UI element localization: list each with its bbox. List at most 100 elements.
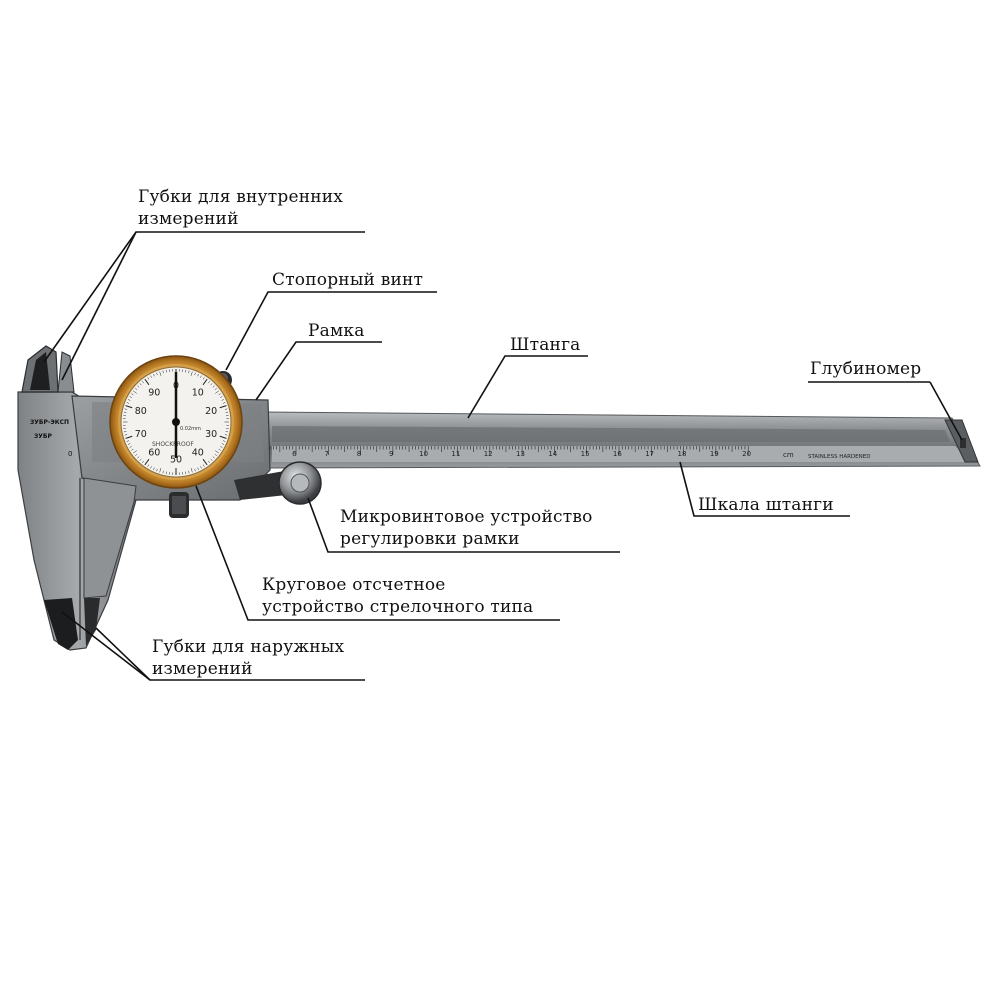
depth-gauge-tip (960, 438, 966, 448)
beam-scale-strip (272, 446, 972, 462)
dial-tick (132, 390, 137, 394)
beam-stamp: STAINLESS HARDENED (808, 454, 870, 460)
dial-tick (156, 468, 158, 472)
dial-tick (200, 466, 202, 469)
dial-tick (188, 370, 190, 374)
label-beam: Штанга (510, 335, 581, 355)
leader-dial (195, 485, 560, 621)
bezel-screw-ridges (172, 496, 186, 514)
leader-depth-gauge-2 (929, 381, 963, 441)
label-fine-adjust: Микровинтовое устройство регулировки рам… (340, 506, 593, 550)
dial-number: 30 (205, 429, 217, 440)
dial-tick (222, 440, 226, 442)
leader-beam (467, 355, 588, 419)
dial-tick (147, 464, 150, 467)
leader-beam-scale (679, 461, 850, 517)
head-brand-1: ЗУБР-ЭКСП (30, 419, 69, 426)
scale-number: 6 (292, 450, 297, 458)
scale-number: 12 (484, 450, 493, 458)
dial-tick (125, 435, 133, 439)
dial-tick (202, 464, 205, 467)
dial-tick (131, 448, 134, 451)
scale-number: 13 (516, 450, 525, 458)
scale-number: 11 (451, 450, 460, 458)
label-inner-jaws-line1: Губки для внутренних (138, 187, 344, 207)
dial-tick (132, 450, 137, 454)
dial-tick (139, 383, 142, 386)
leader-lines (43, 231, 963, 681)
dial-number: 20 (205, 406, 217, 417)
dial-needle-hub (172, 418, 180, 426)
dial-tick (207, 460, 210, 463)
dial-tick (220, 396, 223, 398)
dial-brand: SHOCKPROOF (152, 441, 194, 448)
beam-scale-unit: cm (783, 451, 794, 459)
dial-tick (147, 377, 150, 380)
dial-tick (188, 470, 190, 474)
scale-number: 19 (710, 450, 719, 458)
outer-jaw-moving-edge (84, 598, 100, 646)
outer-jaw-moving (83, 477, 137, 599)
dial-tick (137, 385, 140, 388)
dial-tick (212, 456, 215, 459)
dial-tick (126, 440, 130, 442)
head-zero: 0 (68, 450, 72, 458)
dial-tick (218, 393, 221, 396)
label-depth-gauge: Глубиномер (810, 359, 922, 379)
label-inner-jaws-line2: измерений (138, 209, 239, 229)
dial-tick (197, 467, 199, 471)
dial-tick (153, 467, 155, 471)
dial-tick (215, 450, 220, 454)
dial-number: 80 (135, 406, 147, 417)
scale-number: 8 (357, 450, 361, 458)
dial-tick (214, 453, 217, 456)
dial-tick (162, 370, 164, 374)
dial-ticks (123, 369, 229, 475)
dial-tick (159, 371, 162, 376)
dial-tick (135, 388, 138, 391)
leader-frame (255, 341, 382, 401)
dial-tick (126, 402, 130, 404)
scale-number: 14 (548, 450, 557, 458)
dial-tick (144, 458, 150, 466)
dial-tick (194, 468, 196, 472)
label-lock-screw: Стопорный винт (272, 270, 424, 290)
fine-adjust-wheel-hub (290, 473, 310, 493)
leader-lock-screw (225, 291, 437, 371)
label-fine-adjust-line1: Микровинтовое устройство (340, 507, 593, 527)
dial-tick (215, 390, 220, 394)
dial-tick (131, 393, 134, 396)
dial-tick (202, 378, 208, 386)
dial-tick (142, 460, 145, 463)
scale-number: 16 (613, 450, 622, 458)
dial-tick (156, 372, 158, 376)
dial-tick (221, 443, 225, 445)
dial-tick (127, 399, 131, 401)
dial-tick (129, 396, 132, 398)
dial-tick (197, 373, 199, 377)
dial-tick (219, 435, 227, 439)
dial-tick (194, 372, 196, 376)
leader-fine-adjust (307, 497, 620, 553)
dial-tick (221, 399, 225, 401)
label-inner-jaws: Губки для внутренних измерений (138, 186, 343, 230)
dial-tick (224, 408, 228, 410)
dial-number: 90 (148, 388, 160, 399)
label-outer-jaws-line2: измерений (152, 659, 253, 679)
dial-number: 50 (170, 455, 182, 466)
label-outer-jaws-line1: Губки для наружных (152, 637, 345, 657)
dial-tick (200, 375, 202, 378)
scale-number: 17 (645, 450, 654, 458)
dial-tick (210, 383, 213, 386)
dial-tick (150, 375, 152, 378)
dial-tick (150, 466, 152, 469)
beam-scale-ticks (263, 446, 749, 455)
dial-tick (190, 468, 193, 473)
label-outer-jaws: Губки для наружных измерений (152, 636, 344, 680)
dial-tick (214, 388, 217, 391)
dial-tick (202, 458, 208, 466)
label-dial-indicator: Круговое отсчетное устройство стрелочног… (262, 574, 533, 618)
label-dial-indicator-line1: Круговое отсчетное (262, 575, 446, 595)
